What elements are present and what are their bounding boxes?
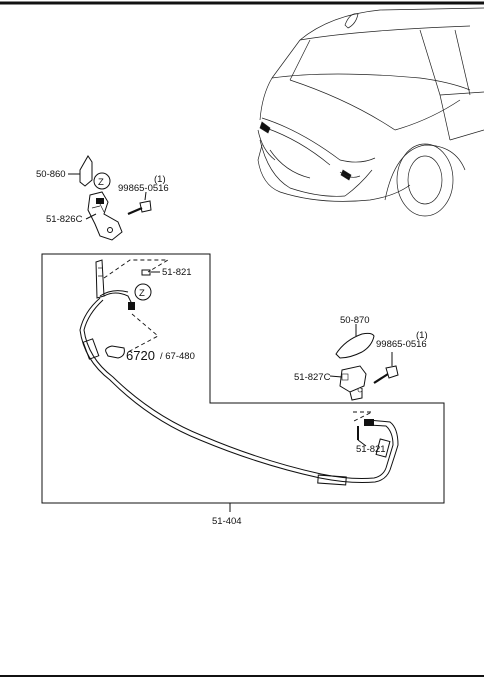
label-99865-right-qty: (1)	[416, 330, 428, 341]
screw-left	[127, 191, 152, 216]
z-mark-top: Z	[93, 172, 111, 190]
label-99865-right: 99865-0516	[376, 339, 427, 350]
label-99865-left-qty: (1)	[154, 174, 166, 185]
cap-50-860	[68, 155, 93, 187]
label-51-404: 51-404	[212, 516, 242, 527]
clip-51-821-bottom	[357, 426, 367, 447]
label-51-821-top: 51-821	[162, 267, 192, 278]
dashed-leader-top	[103, 259, 170, 279]
label-51-821-bottom: 51-821	[356, 444, 386, 455]
z-mark-mid: Z	[134, 283, 152, 301]
label-99865-left: 99865-0516	[118, 183, 169, 194]
screw-right	[373, 352, 399, 384]
clip-51-821-top	[141, 269, 160, 276]
dashed-leader-mid	[127, 313, 159, 353]
z-mark-top-text: Z	[98, 177, 104, 188]
hose-assembly-box	[41, 253, 445, 504]
washer-hose	[79, 297, 399, 486]
label-50-860: 50-860	[36, 169, 66, 180]
label-67-480: / 67-480	[160, 351, 195, 362]
label-50-870: 50-870	[340, 315, 370, 326]
left-connector	[95, 259, 135, 310]
label-51-826c: 51-826C	[46, 214, 83, 225]
label-6720: 6720	[126, 348, 155, 363]
nozzle-51-827c	[329, 365, 367, 401]
z-mark-mid-text: Z	[139, 288, 145, 299]
bracket-51-826c	[85, 191, 123, 241]
car-front-illustration	[257, 7, 484, 217]
ref-6720	[105, 345, 125, 359]
label-51-827c: 51-827C	[294, 372, 331, 383]
cap-50-870	[335, 324, 375, 359]
